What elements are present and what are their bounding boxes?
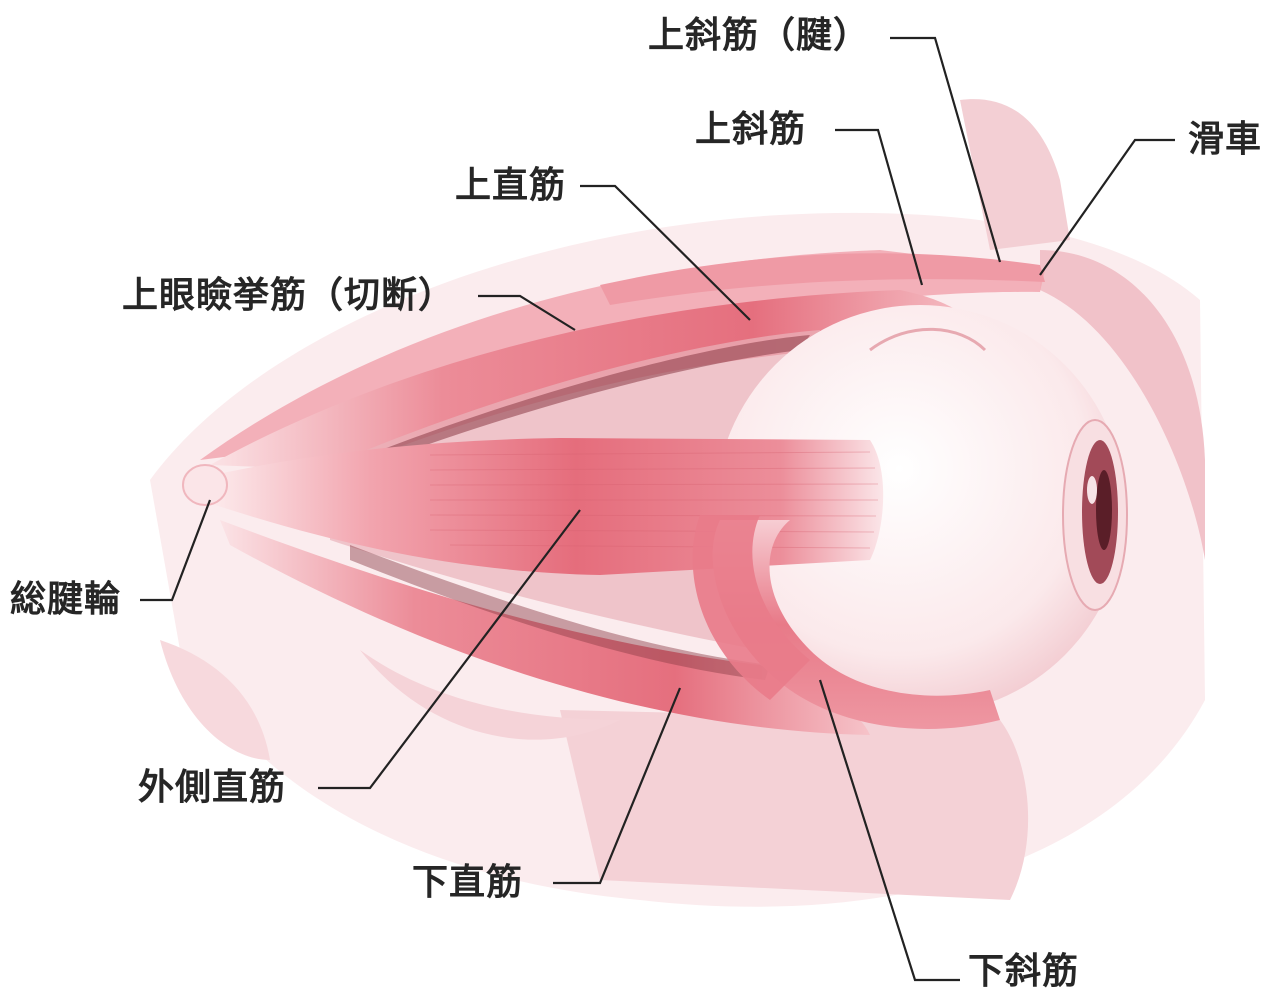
leader-inferior-rectus <box>553 687 682 885</box>
annulus-of-zinn <box>182 464 228 506</box>
label-inferior-rectus: 下直筋 <box>412 862 524 903</box>
label-levator-palpebrae: 上眼瞼挙筋（切断） <box>122 275 456 316</box>
leader-inferior-oblique <box>818 679 960 982</box>
leader-levator <box>478 294 576 331</box>
leader-lines <box>140 36 1175 982</box>
superior-oblique-muscle <box>600 253 1045 305</box>
leader-superior-oblique-tendon <box>890 36 1002 263</box>
eyeball <box>715 305 1128 715</box>
label-lateral-rectus: 外側直筋 <box>138 767 287 808</box>
leader-annulus <box>140 499 212 602</box>
label-superior-oblique: 上斜筋 <box>695 109 807 150</box>
inferior-rectus-muscle <box>220 520 870 735</box>
maxilla-bone <box>560 710 1029 900</box>
label-superior-rectus: 上直筋 <box>455 165 567 206</box>
leader-superior-oblique <box>835 128 924 286</box>
label-annulus-of-zinn: 総腱輪 <box>10 579 122 620</box>
leader-superior-rectus <box>580 184 751 321</box>
label-superior-oblique-tendon: 上斜筋（腱） <box>648 15 871 56</box>
leader-lateral-rectus <box>318 509 581 790</box>
label-inferior-oblique: 下斜筋 <box>968 951 1080 992</box>
leader-trochlea <box>1039 138 1175 276</box>
label-trochlea: 滑車 <box>1188 119 1263 160</box>
trochlea-bone <box>960 99 1070 250</box>
